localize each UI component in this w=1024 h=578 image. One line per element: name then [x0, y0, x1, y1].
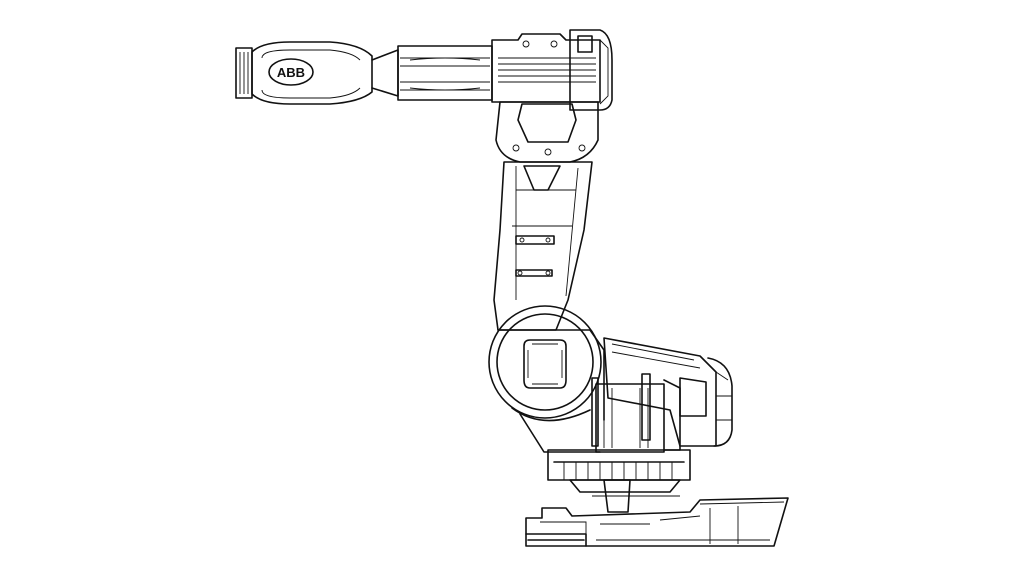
- foot-plate: [525, 497, 789, 547]
- shoulder-joint: [488, 305, 605, 453]
- base-column: [547, 373, 691, 513]
- balancer: [603, 337, 733, 447]
- logo-text: ABB: [277, 65, 305, 80]
- lower-arm: [493, 101, 599, 331]
- logo-badge: [268, 58, 314, 86]
- upper-arm: ABB: [235, 29, 613, 111]
